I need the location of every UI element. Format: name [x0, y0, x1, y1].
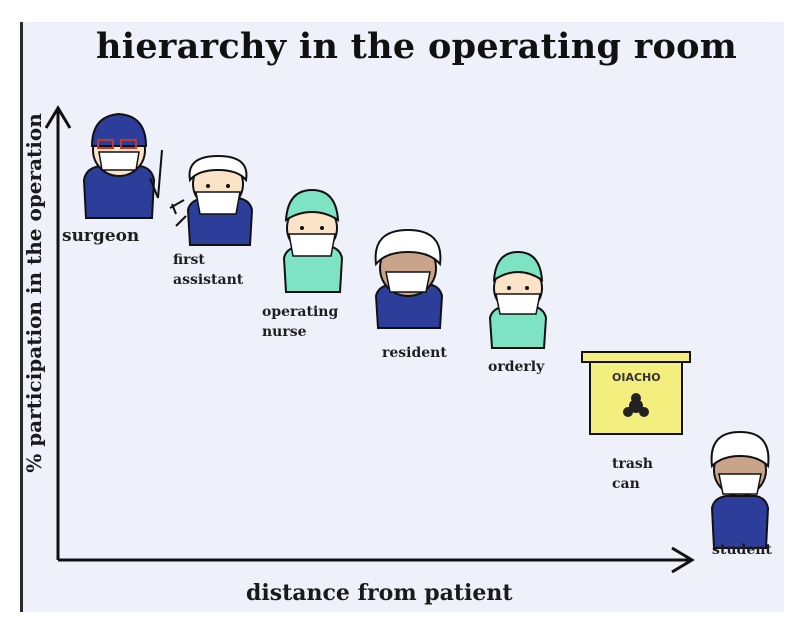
student-figure — [710, 430, 770, 549]
x-axis-label: distance from patient — [246, 580, 513, 606]
label-student: student — [712, 542, 772, 558]
operating-nurse-figure — [282, 188, 344, 293]
diagram-title: hierarchy in the operating room — [96, 26, 738, 67]
y-axis — [44, 105, 72, 560]
orderly-figure — [488, 250, 548, 349]
label-orderly: orderly — [488, 359, 545, 375]
resident-figure — [374, 228, 444, 329]
frame-left-border — [20, 22, 23, 612]
trash-can-sign: OIACHO — [612, 371, 661, 384]
label-resident: resident — [382, 345, 447, 361]
trash-can-figure — [581, 351, 691, 435]
first-assistant-figure — [169, 154, 254, 246]
label-surgeon: surgeon — [62, 226, 140, 246]
surgeon-figure — [82, 112, 163, 219]
x-axis — [58, 546, 695, 574]
